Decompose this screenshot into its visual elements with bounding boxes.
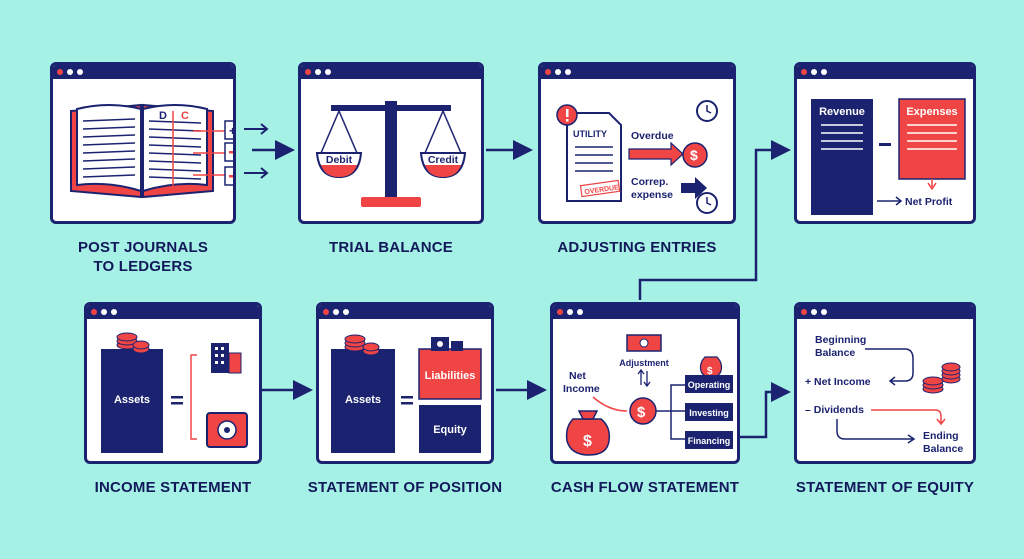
- window-titlebar: [541, 65, 733, 79]
- svg-text:Assets: Assets: [345, 394, 381, 406]
- window-titlebar: [553, 305, 737, 319]
- window-income-statement: Assets: [84, 302, 262, 464]
- assets-box: [101, 349, 163, 453]
- overdue-stamp: OVERDUE: [584, 184, 620, 196]
- window-net-profit: Revenue Expenses Net Profit: [794, 62, 976, 224]
- svg-text:$: $: [637, 404, 646, 421]
- svg-text:Beginning: Beginning: [815, 334, 866, 346]
- money-bag-icon: [565, 418, 611, 456]
- svg-text:Liabilities: Liabilities: [425, 370, 476, 382]
- window-titlebar: [87, 305, 259, 319]
- net-profit-illustration: Revenue Expenses Net Profit: [811, 98, 966, 215]
- svg-text:Income: Income: [563, 383, 600, 395]
- svg-text:Ending: Ending: [923, 430, 959, 442]
- svg-text:Operating: Operating: [688, 380, 731, 390]
- window-titlebar: [319, 305, 491, 319]
- ledger-book-illustration: D C +: [70, 103, 233, 199]
- svg-text:Expenses: Expenses: [906, 106, 957, 118]
- investing-box: [685, 403, 733, 421]
- building-icon: [211, 343, 229, 373]
- adjusting-entries-illustration: UTILITY OVERDUE Overdue Correp. expense …: [556, 100, 718, 214]
- svg-text:Balance: Balance: [923, 443, 963, 455]
- svg-text:Assets: Assets: [114, 394, 150, 406]
- debit-column-label: D: [159, 110, 167, 122]
- svg-text:$: $: [707, 366, 713, 377]
- caption-cash-flow: CASH FLOW STATEMENT: [550, 479, 740, 496]
- window-titlebar: [53, 65, 233, 79]
- svg-text:Revenue: Revenue: [819, 106, 865, 118]
- svg-text:Overdue: Overdue: [631, 130, 674, 142]
- income-statement-illustration: Assets: [101, 332, 248, 453]
- liabilities-box: [418, 348, 482, 400]
- svg-text:Net: Net: [569, 370, 586, 382]
- dollar-coin-icon: [682, 142, 708, 168]
- utility-bill-icon: [566, 112, 622, 202]
- caption-adjusting-entries: ADJUSTING ENTRIES: [557, 239, 717, 256]
- net-profit-label: Net Profit: [905, 196, 953, 208]
- statement-of-equity-illustration: Beginning Balance + Net Income – Dividen…: [805, 334, 963, 455]
- svg-text:UTILITY: UTILITY: [573, 129, 607, 139]
- window-titlebar: [301, 65, 481, 79]
- caption-statement-of-equity: STATEMENT OF EQUITY: [795, 479, 975, 496]
- minus-operator: [879, 143, 891, 146]
- window-adjusting-entries: UTILITY OVERDUE Overdue Correp. expense …: [538, 62, 736, 224]
- svg-text:Balance: Balance: [815, 347, 855, 359]
- svg-text:expense: expense: [631, 189, 673, 201]
- window-titlebar: [797, 65, 973, 79]
- window-cash-flow: Adjustment Net Income $ $ $ Operating In…: [550, 302, 740, 464]
- window-titlebar: [797, 305, 973, 319]
- plus-note-icon: [224, 120, 233, 140]
- financing-box: [685, 431, 733, 449]
- credit-column-label: C: [181, 110, 189, 122]
- svg-text:Correp.: Correp.: [631, 176, 668, 188]
- svg-text:Financing: Financing: [688, 436, 731, 446]
- svg-text:+: +: [229, 124, 233, 138]
- statement-of-position-illustration: Assets Liabilities Equity: [331, 334, 482, 453]
- caption-trial-balance: TRIAL BALANCE: [329, 239, 453, 256]
- window-trial-balance: Debit Credit: [298, 62, 484, 224]
- svg-text:Equity: Equity: [433, 424, 467, 436]
- caption-statement-of-position: STATEMENT OF POSITION: [307, 479, 503, 496]
- svg-text:Investing: Investing: [689, 408, 729, 418]
- cash-flow-illustration: Adjustment Net Income $ $ $ Operating In…: [563, 334, 733, 456]
- assets-box: [331, 349, 395, 453]
- svg-text:– Dividends: – Dividends: [805, 404, 864, 416]
- balance-scale-illustration: Debit Credit: [315, 101, 467, 207]
- caption-post-journals: POST JOURNALS TO LEDGERS: [77, 239, 209, 275]
- operating-box: [685, 375, 733, 393]
- svg-text:Adjustment: Adjustment: [619, 358, 669, 368]
- window-statement-of-equity: Beginning Balance + Net Income – Dividen…: [794, 302, 976, 464]
- window-statement-of-position: Assets Liabilities Equity: [316, 302, 494, 464]
- svg-text:$: $: [583, 433, 592, 450]
- arrow-7-to-8: [732, 382, 791, 439]
- svg-text:$: $: [690, 147, 698, 163]
- caption-income-statement: INCOME STATEMENT: [94, 479, 252, 496]
- expenses-box: [898, 98, 966, 180]
- credit-pan-label: Credit: [428, 154, 459, 166]
- svg-text:+ Net Income: + Net Income: [805, 376, 871, 388]
- equity-box: [419, 405, 481, 453]
- revenue-box: [811, 99, 873, 215]
- window-post-journals: D C +: [50, 62, 236, 224]
- debit-pan-label: Debit: [326, 154, 353, 166]
